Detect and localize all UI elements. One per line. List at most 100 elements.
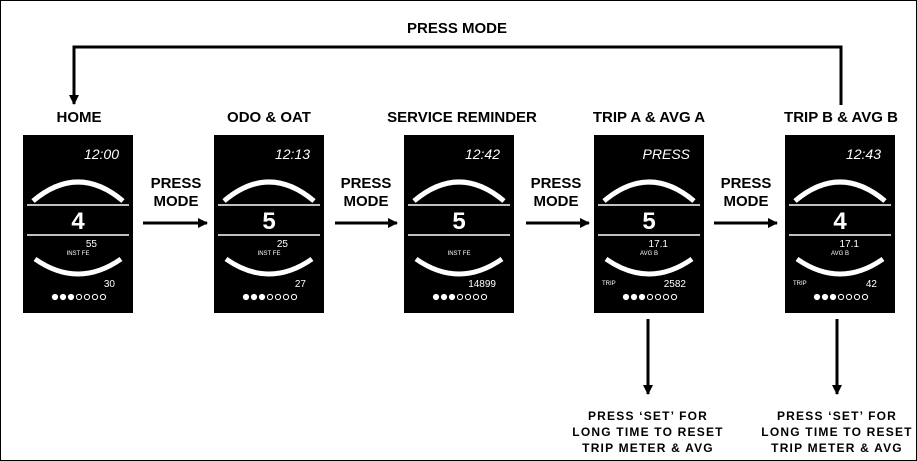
middle-readout: 55	[86, 239, 98, 250]
stage-title-home: HOME	[56, 109, 102, 126]
arrow-label-2: PRESS MODE	[331, 175, 401, 211]
temp-pip	[662, 293, 670, 301]
stage-title-service-reminder: SERVICE REMINDER	[387, 109, 537, 126]
temp-pip	[456, 293, 464, 301]
fuel-gauge-arc	[222, 179, 316, 203]
fuel-gauge-ticks	[611, 185, 687, 202]
temp-pip	[821, 293, 829, 301]
bottom-readout: 42	[866, 279, 878, 290]
temp-pip	[83, 293, 91, 301]
arrow-label-2-line2: MODE	[343, 193, 389, 210]
bottom-readout: 30	[104, 279, 116, 290]
gear-indicator: 5	[262, 208, 275, 235]
fe-gauge-arc	[604, 256, 694, 277]
temp-pip	[67, 293, 75, 301]
top-readout: 12:42	[465, 146, 500, 162]
fuel-gauge-arc	[412, 179, 506, 203]
fe-gauge-ticks	[42, 258, 114, 271]
fe-gauge-ticks	[804, 258, 876, 271]
temp-pip	[91, 293, 99, 301]
fuel-gauge-ticks	[802, 185, 878, 202]
fuel-gauge-ticks	[40, 185, 116, 202]
fuel-gauge-arc	[793, 179, 887, 203]
trip-label: TRIP	[793, 281, 807, 287]
temp-pip	[670, 293, 678, 301]
fuel-gauge-ticks	[421, 185, 497, 202]
temp-pip	[638, 293, 646, 301]
middle-label: INST FE	[67, 251, 90, 257]
arrow-label-1-line1: PRESS	[150, 175, 202, 192]
middle-readout: 17.1	[840, 239, 860, 250]
temp-pip	[282, 293, 290, 301]
fe-gauge-arc	[414, 256, 504, 277]
temp-pip	[290, 293, 298, 301]
temp-pip	[75, 293, 83, 301]
temp-pip	[51, 293, 59, 301]
arrow-label-1: PRESS MODE	[141, 175, 211, 211]
temp-pip	[432, 293, 440, 301]
fuel-gauge-arc	[602, 179, 696, 203]
temp-pip	[480, 293, 488, 301]
fe-gauge-ticks	[233, 258, 305, 271]
middle-label: AVG B	[640, 251, 658, 257]
fuel-gauge-arc	[31, 179, 125, 203]
temp-pip	[622, 293, 630, 301]
stage-title-odo-oat: ODO & OAT	[227, 109, 311, 126]
top-readout: 12:00	[84, 146, 119, 162]
arrow-label-4-line2: MODE	[723, 193, 769, 210]
top-press-mode-label: PRESS MODE	[406, 20, 508, 37]
temp-pip	[646, 293, 654, 301]
note-trip-a-line3: TRIP METER & AVG	[582, 441, 714, 455]
note-trip-a-line1: PRESS ‘SET’ FOR	[587, 409, 709, 423]
note-trip-a-line2: LONG TIME TO RESET	[572, 425, 724, 439]
fuel-gauge-ticks	[231, 185, 307, 202]
top-readout: 12:43	[846, 146, 881, 162]
fe-gauge-ticks	[423, 258, 495, 271]
temp-pip	[853, 293, 861, 301]
middle-readout: 17.1	[649, 239, 669, 250]
arrow-label-1-line2: MODE	[153, 193, 199, 210]
gear-indicator: 4	[71, 208, 85, 235]
temp-pip	[274, 293, 282, 301]
bottom-readout: 2582	[664, 279, 687, 290]
note-trip-a: PRESS ‘SET’ FOR LONG TIME TO RESET TRIP …	[572, 408, 723, 456]
middle-label: AVG B	[831, 251, 849, 257]
note-trip-b-line2: LONG TIME TO RESET	[761, 425, 913, 439]
middle-label: INST FE	[258, 251, 281, 257]
temp-pip	[630, 293, 638, 301]
temp-pip	[829, 293, 837, 301]
middle-readout: 25	[277, 239, 289, 250]
loop-line	[69, 45, 843, 105]
temp-pip	[464, 293, 472, 301]
stage-title-trip-b: TRIP B & AVG B	[784, 109, 898, 126]
temp-pip	[258, 293, 266, 301]
fe-gauge-arc	[33, 256, 123, 277]
gear-indicator: 5	[642, 208, 655, 235]
bottom-readout: 27	[295, 279, 307, 290]
temp-pip	[440, 293, 448, 301]
temp-pip	[250, 293, 258, 301]
temp-pip	[837, 293, 845, 301]
note-trip-b-line3: TRIP METER & AVG	[771, 441, 903, 455]
temp-pip	[266, 293, 274, 301]
arrow-label-3-line2: MODE	[533, 193, 579, 210]
arrow-label-4-line1: PRESS	[720, 175, 772, 192]
gear-indicator: 5	[452, 208, 465, 235]
bottom-readout: 14899	[468, 279, 496, 290]
temp-pip	[472, 293, 480, 301]
temp-pip	[448, 293, 456, 301]
arrow-label-4: PRESS MODE	[711, 175, 781, 211]
gear-indicator: 4	[833, 208, 847, 235]
stage-title-trip-a: TRIP A & AVG A	[592, 109, 706, 126]
middle-label: INST FE	[448, 251, 471, 257]
top-readout: PRESS	[643, 146, 691, 162]
